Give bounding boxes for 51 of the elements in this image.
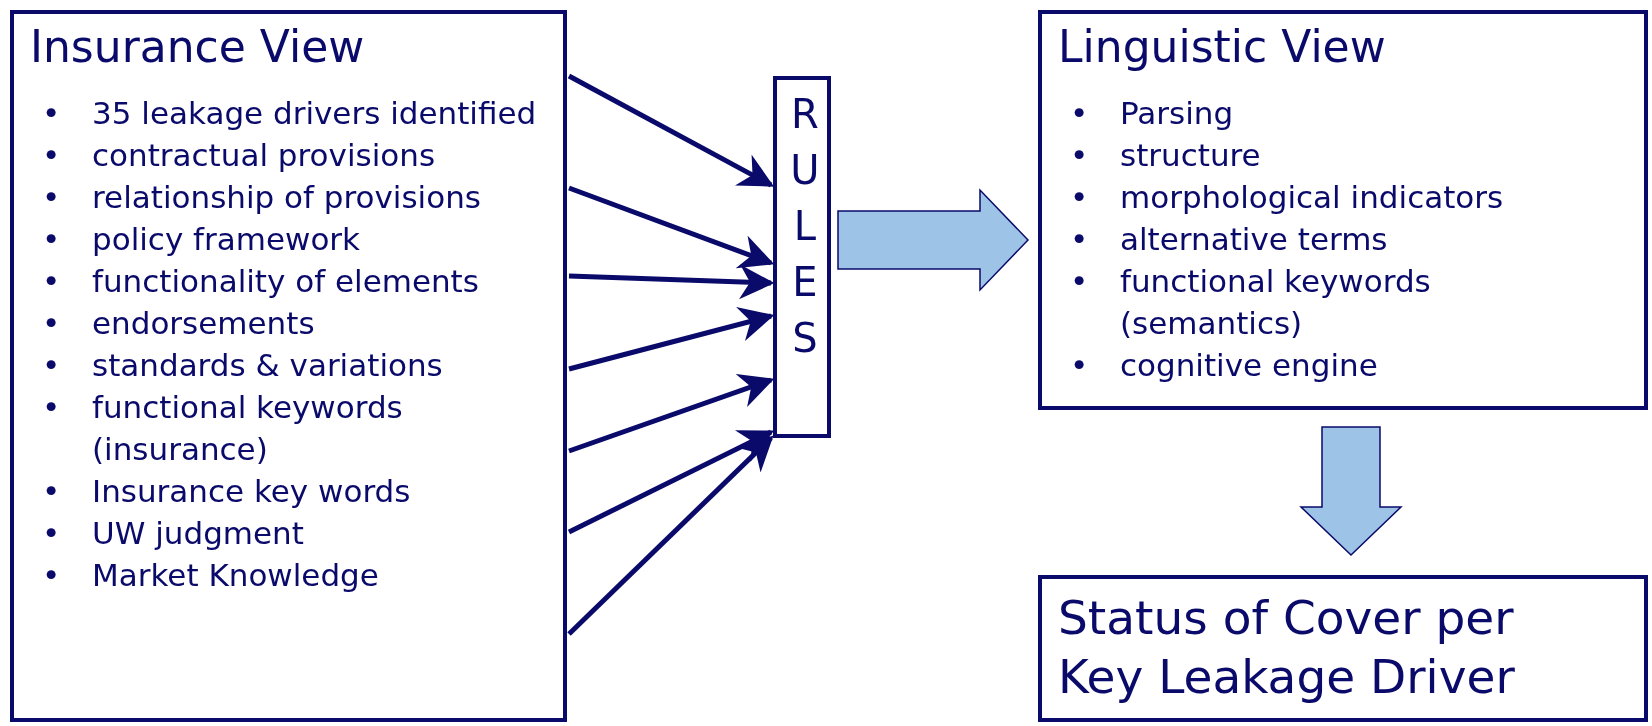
bullet: • [42, 556, 62, 595]
list-item: Market Knowledge [92, 556, 379, 595]
bullet: • [1070, 94, 1090, 133]
arrow [567, 73, 775, 188]
arrow [568, 373, 775, 454]
list-item: functional keywords (semantics) [1120, 262, 1432, 343]
list-item: functional keywords (insurance) [92, 388, 404, 469]
list-item: policy framework [92, 220, 361, 259]
list-item: Parsing [1120, 94, 1234, 133]
block-arrow [837, 188, 1030, 292]
list-item: alternative terms [1120, 220, 1388, 259]
list-item: Insurance key words [92, 472, 411, 511]
list-item: cognitive engine [1120, 346, 1378, 385]
vertical-label: RULES [789, 90, 821, 363]
list-item: functionality of elements [92, 262, 479, 301]
status-title: Status of Cover per Key Leakage Driver [1058, 589, 1516, 706]
list-item: relationship of provisions [92, 178, 481, 217]
list-item: standards & variations [92, 346, 443, 385]
bullet: • [42, 346, 62, 385]
list-item: structure [1120, 136, 1261, 175]
bullet: • [42, 94, 62, 133]
view-title: Linguistic View [1058, 22, 1386, 73]
arrow [568, 185, 775, 269]
bullet: • [42, 472, 62, 511]
bullet: • [42, 388, 62, 427]
list-item: morphological indicators [1120, 178, 1504, 217]
bullet: • [1070, 136, 1090, 175]
arrow [567, 429, 775, 535]
bullet: • [42, 136, 62, 175]
bullet: • [42, 262, 62, 301]
content-box [1038, 575, 1648, 722]
bullet: • [1070, 262, 1090, 301]
arrow [567, 435, 774, 636]
label-box [773, 76, 831, 438]
view-title: Insurance View [30, 22, 365, 73]
bullet: • [1070, 346, 1090, 385]
bullet: • [42, 514, 62, 553]
bullet: • [42, 304, 62, 343]
block-arrow [1299, 426, 1403, 557]
arrow [568, 264, 775, 300]
content-box [10, 10, 567, 722]
bullet: • [1070, 178, 1090, 217]
list-item: contractual provisions [92, 136, 436, 175]
arrow [568, 307, 775, 372]
list-item: UW judgment [92, 514, 304, 553]
content-box [1038, 10, 1648, 410]
bullet: • [42, 178, 62, 217]
list-item: endorsements [92, 304, 315, 343]
bullet: • [42, 220, 62, 259]
bullet: • [1070, 220, 1090, 259]
list-item: 35 leakage drivers identified [92, 94, 537, 133]
